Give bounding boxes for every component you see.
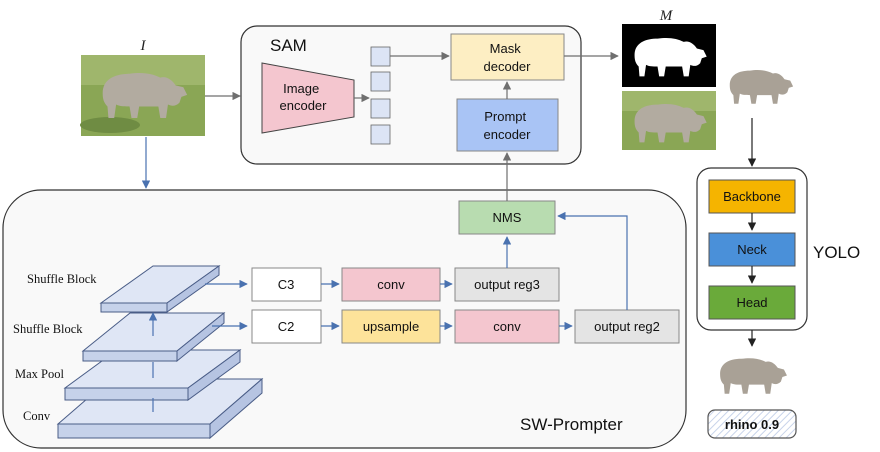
yolo-backbone-box <box>708 179 796 214</box>
token-square-icon <box>370 98 391 119</box>
mask-label: M <box>659 8 674 24</box>
upsample-label: upsample <box>363 319 419 334</box>
nms-box <box>458 200 556 235</box>
rhino-masked-photo <box>622 91 716 150</box>
layer-label-shuffle-block-1: Shuffle Block <box>27 272 97 286</box>
upsample-box <box>341 309 441 344</box>
arrow-reg2-to-nms <box>557 211 628 310</box>
layer-label-max-pool: Max Pool <box>15 367 64 381</box>
detection-label-text: rhino 0.9 <box>725 417 779 432</box>
c2-label: C2 <box>278 319 295 334</box>
yolo-title: YOLO <box>813 243 860 262</box>
layer-label-shuffle-block-2: Shuffle Block <box>13 322 83 336</box>
layer-label-conv: Conv <box>23 409 51 423</box>
yolo-head-label: Head <box>736 295 767 310</box>
c3-label: C3 <box>278 277 295 292</box>
c2-box <box>251 309 322 344</box>
sw-prompter-title: SW-Prompter <box>520 415 623 434</box>
yolo-output-rhino-cutout <box>720 358 787 394</box>
token-square-icon <box>370 71 391 92</box>
image-encoder <box>261 62 355 134</box>
output-reg2-label: output reg2 <box>594 319 660 334</box>
yolo-neck-label: Neck <box>737 242 767 257</box>
image-encoder-label: Image encoder <box>280 81 328 113</box>
yolo-input-rhino-cutout <box>729 70 794 104</box>
rhino-mask-image <box>622 24 716 87</box>
yolo-backbone-label: Backbone <box>723 189 781 204</box>
token-stack <box>370 46 391 145</box>
conv-bottom-box <box>454 309 560 344</box>
token-square-icon <box>370 46 391 67</box>
conv-top-label: conv <box>377 277 405 292</box>
prompt-encoder <box>456 98 559 152</box>
conv-bottom-label: conv <box>493 319 521 334</box>
detection-label-box <box>707 409 797 439</box>
sam-title: SAM <box>270 36 307 55</box>
prompt-encoder-label: Prompt encoder <box>484 109 532 142</box>
mask-decoder-label: Mask decoder <box>484 41 532 74</box>
input-rhino-photo <box>80 55 205 136</box>
yolo-neck-box <box>708 232 796 267</box>
backbone-layers <box>56 265 264 440</box>
yolo-head-box <box>708 285 796 320</box>
input-image-label: I <box>140 38 147 54</box>
token-square-icon <box>370 124 391 145</box>
mask-decoder <box>450 33 565 81</box>
conv-top-box <box>341 267 441 302</box>
output-reg3-label: output reg3 <box>474 277 540 292</box>
nms-label: NMS <box>493 210 522 225</box>
